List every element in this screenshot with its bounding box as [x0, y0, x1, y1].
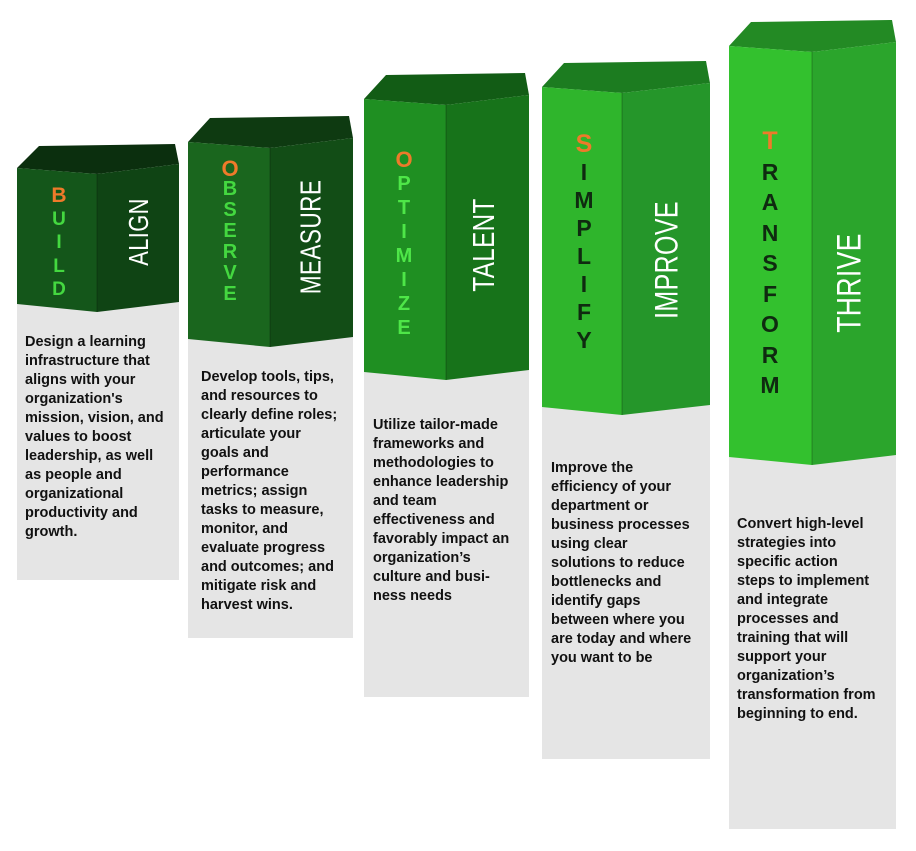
block-top-face	[17, 144, 179, 174]
description-build: Design a learning infrastructure that al…	[25, 334, 164, 540]
description-observe: Develop tools, tips, and resources to cl…	[201, 369, 338, 613]
description-transform: Convert high-level strategies into speci…	[737, 516, 876, 722]
block-build	[17, 144, 179, 312]
acronym-letter: R	[761, 341, 779, 368]
acronym-letter: M	[760, 372, 780, 398]
acronym-letter: E	[397, 317, 411, 339]
block-front-face	[17, 168, 97, 312]
acronym-letter: I	[580, 159, 588, 185]
acronym-letter: I	[401, 221, 407, 243]
block-word-align: ALIGN	[123, 198, 154, 266]
acronym-letter: Z	[397, 293, 411, 315]
block-side-face	[270, 138, 353, 347]
acronym-letter: I	[401, 269, 407, 291]
block-word-talent: TALENT	[466, 198, 501, 292]
block-front-face	[364, 99, 446, 380]
block-top-face	[729, 20, 896, 52]
block-top-face	[542, 61, 710, 93]
block-side-face	[446, 95, 529, 380]
acronym-letter: F	[576, 299, 592, 325]
block-simplify	[542, 61, 710, 415]
acronym-letter: R	[222, 241, 238, 263]
block-side-face	[97, 164, 179, 312]
acronym-letter: R	[761, 158, 779, 185]
block-front-face	[542, 87, 622, 415]
acronym-letter: B	[222, 178, 238, 200]
block-transform	[729, 20, 896, 465]
acronym-letter: S	[223, 199, 237, 221]
acronym-letter: F	[762, 280, 778, 307]
description-optimize: Utilize tailor-made frameworks and metho…	[373, 417, 510, 604]
acronym-letter: U	[52, 208, 66, 230]
block-word-measure: MEASURE	[295, 179, 328, 295]
acronym-letter: P	[576, 215, 592, 241]
block-side-face	[812, 42, 896, 465]
block-word-improve: IMPROVE	[648, 201, 685, 319]
acronym-letter: I	[56, 232, 62, 253]
block-top-face	[188, 116, 353, 148]
acronym-first-letter: T	[762, 127, 778, 155]
acronym-letter: S	[762, 250, 778, 276]
block-observe	[188, 116, 353, 347]
acronym-letter: M	[574, 187, 594, 213]
block-front-face	[188, 142, 270, 347]
acronym-letter: E	[223, 220, 237, 242]
description-simplify: Improve the efficiency of your departmen…	[551, 460, 692, 666]
block-optimize	[364, 73, 529, 380]
acronym-letter: O	[761, 311, 779, 337]
acronym-letter: L	[576, 243, 592, 269]
block-front-face	[729, 46, 812, 465]
acronym-first-letter: O	[395, 147, 413, 172]
acronym-letter: Y	[576, 327, 592, 353]
acronym-letter: M	[395, 245, 413, 267]
acronym-letter: V	[223, 262, 237, 284]
acronym-letter: I	[580, 271, 588, 297]
block-side-face	[622, 83, 710, 415]
acronym-letter: N	[761, 219, 779, 246]
acronym-first-letter: O	[221, 156, 239, 181]
acronym-letter: E	[223, 283, 237, 305]
acronym-first-letter: B	[51, 184, 67, 207]
acronym-letter: A	[761, 189, 779, 215]
acronym-letter: L	[53, 255, 65, 277]
acronym-letter: T	[397, 197, 411, 219]
block-word-thrive: THRIVE	[830, 233, 869, 333]
acronym-letter: P	[397, 173, 411, 195]
block-top-face	[364, 73, 529, 105]
acronym-first-letter: S	[575, 130, 593, 158]
acronym-letter: D	[52, 279, 66, 300]
